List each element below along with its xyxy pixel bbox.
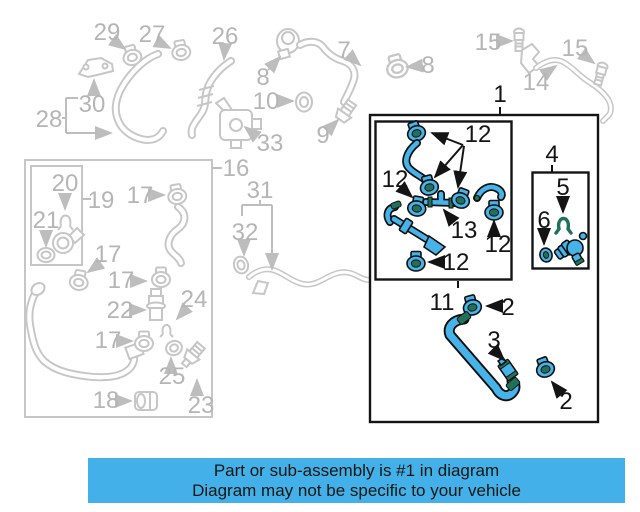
banner-line-1: Part or sub-assembly is #1 in diagram bbox=[213, 460, 500, 480]
hose-7 bbox=[296, 37, 359, 106]
callout-gray-21: 21 bbox=[33, 207, 60, 234]
oring-21 bbox=[36, 247, 56, 263]
callout-2a: 2 bbox=[501, 294, 514, 321]
callout-12d: 12 bbox=[443, 249, 470, 276]
bolt-15a bbox=[513, 27, 525, 52]
pipe-14 bbox=[533, 57, 614, 124]
callout-gray-23: 23 bbox=[188, 392, 215, 419]
tee-fitting-13 bbox=[422, 190, 460, 209]
callout-3: 3 bbox=[487, 327, 500, 354]
callout-gray-9: 9 bbox=[316, 122, 329, 149]
hose-29-27 bbox=[111, 50, 167, 144]
hose-26 bbox=[187, 57, 235, 139]
pump-8 bbox=[276, 28, 300, 61]
callout-gray-27: 27 bbox=[139, 21, 166, 48]
grommet-10 bbox=[295, 91, 313, 113]
callout-12c: 12 bbox=[485, 231, 512, 258]
callout-gray-10: 10 bbox=[253, 88, 280, 115]
clamp-27 bbox=[169, 38, 193, 63]
callout-gray-22: 22 bbox=[107, 297, 134, 324]
banner-line-2: Diagram may not be specific to your vehi… bbox=[192, 480, 521, 500]
pipe-31 bbox=[246, 266, 372, 296]
hose-11b bbox=[473, 183, 506, 202]
callout-gray-24: 24 bbox=[181, 286, 208, 313]
callout-12b: 12 bbox=[382, 166, 409, 193]
callout-gray-8a: 8 bbox=[256, 64, 269, 91]
callout-gray-14: 14 bbox=[523, 69, 550, 96]
oring-32 bbox=[232, 255, 250, 275]
callout-gray-19: 19 bbox=[88, 187, 115, 214]
valve-4 bbox=[553, 231, 588, 266]
callout-gray-32: 32 bbox=[232, 219, 259, 246]
gray-parts-layer bbox=[24, 27, 614, 418]
hose-17 bbox=[164, 203, 189, 267]
callout-gray-17c: 17 bbox=[108, 267, 135, 294]
bolt-15b bbox=[591, 60, 610, 87]
callout-6: 6 bbox=[537, 207, 550, 234]
callout-gray-33: 33 bbox=[257, 130, 284, 157]
clamp-8b bbox=[382, 51, 411, 81]
seal-25 bbox=[165, 339, 183, 357]
callout-12a: 12 bbox=[465, 121, 492, 148]
callout-gray-15a: 15 bbox=[475, 29, 502, 56]
hose-1-main bbox=[443, 311, 521, 402]
callout-gray-16: 16 bbox=[223, 155, 250, 182]
gray-leader-lines bbox=[39, 33, 596, 408]
callout-gray-7: 7 bbox=[337, 37, 350, 64]
clip-20 bbox=[57, 214, 74, 231]
pipe-11c bbox=[383, 200, 447, 257]
callout-gray-30: 30 bbox=[79, 91, 106, 118]
callout-11: 11 bbox=[430, 289, 455, 316]
valve-33 bbox=[214, 96, 262, 149]
oring-6 bbox=[539, 247, 553, 263]
callout-gray-31: 31 bbox=[247, 177, 274, 204]
callout-2b: 2 bbox=[559, 388, 572, 415]
gray-callouts: 29 27 26 8 30 28 10 33 16 7 8 9 15 14 15… bbox=[33, 19, 589, 419]
black-callouts: 1 12 12 13 12 12 11 2 3 2 4 5 6 bbox=[382, 81, 573, 415]
callout-gray-20: 20 bbox=[52, 170, 79, 197]
info-banner: Part or sub-assembly is #1 in diagram Di… bbox=[88, 458, 625, 503]
callout-gray-8b: 8 bbox=[421, 52, 434, 79]
callout-gray-17a: 17 bbox=[127, 182, 154, 209]
callout-4: 4 bbox=[545, 141, 558, 168]
callout-1: 1 bbox=[493, 81, 506, 108]
callout-gray-26: 26 bbox=[212, 23, 239, 50]
callout-gray-25: 25 bbox=[159, 363, 186, 390]
callout-gray-18: 18 bbox=[93, 387, 120, 414]
clip-24 bbox=[159, 324, 174, 338]
valve-22 bbox=[146, 288, 166, 321]
callout-gray-29: 29 bbox=[94, 19, 121, 46]
sensor-9 bbox=[334, 98, 358, 124]
callout-gray-28: 28 bbox=[36, 106, 63, 133]
clip-5 bbox=[554, 216, 573, 235]
callout-gray-15b: 15 bbox=[562, 35, 589, 62]
cap-18 bbox=[134, 391, 158, 411]
sensor-23 bbox=[180, 340, 207, 369]
black-leader-lines bbox=[395, 107, 570, 399]
callout-13: 13 bbox=[451, 217, 478, 244]
callout-gray-17d: 17 bbox=[95, 327, 122, 354]
thermostat-19 bbox=[52, 226, 86, 254]
callout-gray-17b: 17 bbox=[95, 241, 122, 268]
callout-5: 5 bbox=[556, 174, 569, 201]
bracket-30 bbox=[77, 56, 115, 79]
